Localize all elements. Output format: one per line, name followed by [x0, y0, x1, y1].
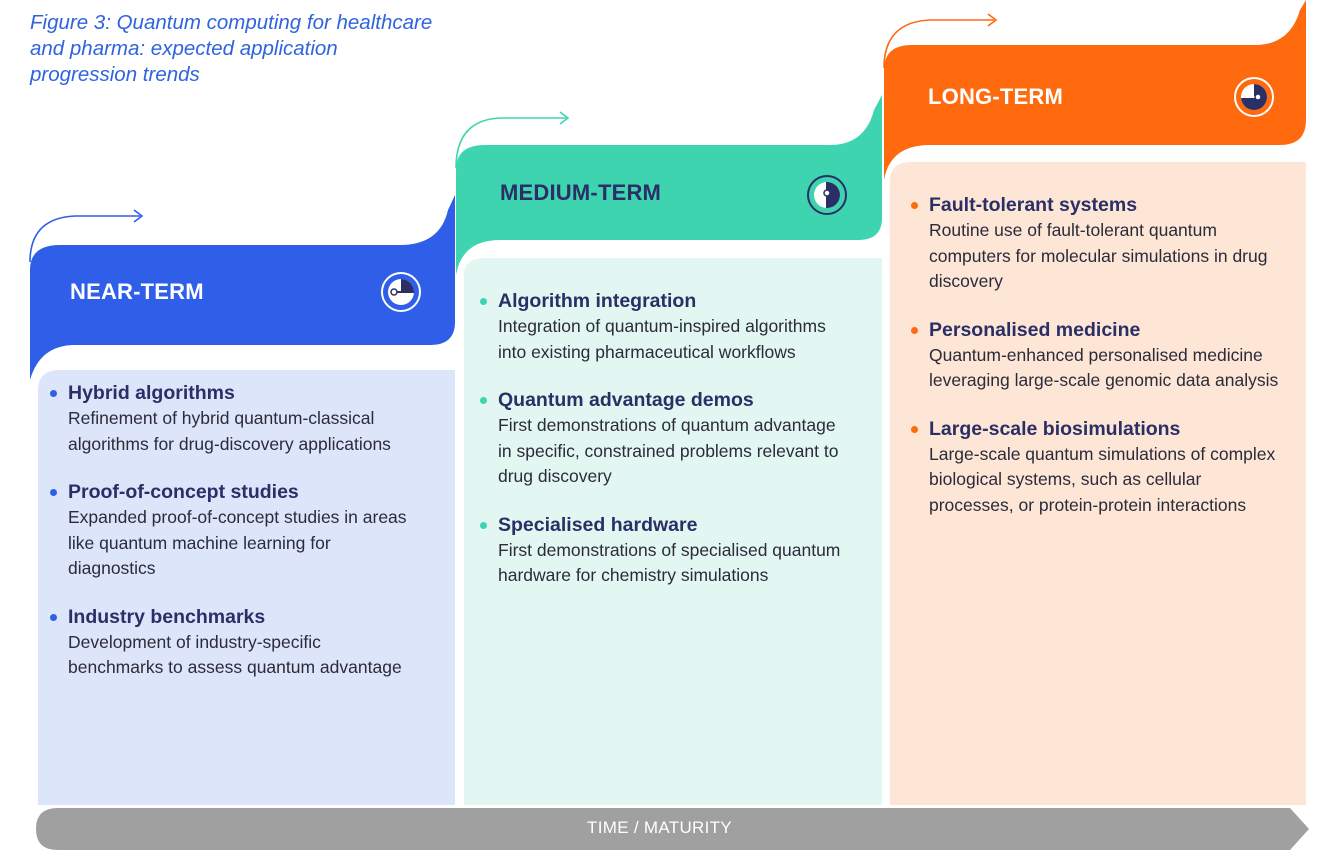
list-item: Quantum advantage demos First demonstrat… [480, 387, 850, 490]
quarter-clock-icon [381, 272, 421, 312]
bullet [480, 298, 487, 305]
item-heading: Proof-of-concept studies [68, 481, 299, 503]
list-item: Specialised hardware First demonstration… [480, 512, 850, 589]
long-term-title: LONG-TERM [928, 84, 1064, 109]
item-heading: Fault-tolerant systems [929, 194, 1138, 216]
item-description: Refinement of hybrid quantum-classical a… [68, 408, 391, 454]
near-term-items: Hybrid algorithms Refinement of hybrid q… [50, 380, 420, 703]
time-maturity-arrow [36, 808, 1309, 850]
list-item: Hybrid algorithms Refinement of hybrid q… [50, 380, 420, 457]
list-item: Industry benchmarks Development of indus… [50, 604, 420, 681]
time-maturity-label: TIME / MATURITY [587, 818, 732, 837]
near-term-header [30, 195, 455, 380]
bullet [480, 521, 487, 529]
bullet [911, 202, 918, 209]
figure-title: Figure 3: Quantum computing for healthca… [30, 11, 433, 86]
list-item: Fault-tolerant systems Routine use of fa… [911, 192, 1281, 295]
bullet [50, 613, 57, 621]
item-description: First demonstrations of specialised quan… [498, 539, 841, 586]
long-term-panel [890, 162, 1306, 805]
item-description: Expanded proof-of-concept studies in are… [68, 507, 407, 578]
medium-term-panel [464, 258, 882, 805]
bullet [50, 390, 57, 397]
list-item: Personalised medicine Quantum-enhanced p… [911, 317, 1281, 394]
item-heading: Industry benchmarks [68, 605, 266, 628]
near-term-arrow [29, 215, 140, 263]
item-description: Quantum-enhanced personalised medicine l… [929, 344, 1279, 391]
bullet [911, 326, 918, 334]
item-heading: Personalised medicine [929, 318, 1141, 341]
item-description: Routine use of fault-tolerant quantum co… [929, 220, 1268, 291]
bullet [480, 397, 487, 404]
item-description: Integration of quantum-inspired algorith… [498, 316, 826, 362]
item-heading: Quantum advantage demos [498, 389, 754, 411]
item-heading: Large-scale biosimulations [929, 417, 1181, 440]
list-item: Algorithm integration Integration of qua… [480, 288, 850, 365]
list-item: Large-scale biosimulations Large-scale q… [911, 416, 1281, 519]
medium-term-title: MEDIUM-TERM [500, 180, 662, 205]
item-heading: Algorithm integration [498, 290, 697, 312]
medium-term-header [456, 95, 882, 275]
half-clock-icon [807, 175, 847, 215]
near-term-title: NEAR-TERM [70, 279, 204, 304]
near-term-panel [38, 370, 455, 805]
long-term-arrow [883, 19, 994, 69]
three-quarter-clock-icon [1234, 77, 1274, 117]
item-description: First demonstrations of quantum advantag… [498, 415, 839, 486]
item-description: Large-scale quantum simulations of compl… [929, 443, 1276, 515]
item-heading: Hybrid algorithms [68, 382, 235, 404]
bullet [50, 489, 57, 496]
long-term-header [884, 0, 1306, 180]
medium-term-arrow [455, 117, 566, 169]
list-item: Proof-of-concept studies Expanded proof-… [50, 479, 420, 582]
item-heading: Specialised hardware [498, 513, 698, 536]
medium-term-items: Algorithm integration Integration of qua… [480, 288, 850, 611]
long-term-items: Fault-tolerant systems Routine use of fa… [911, 192, 1281, 540]
item-description: Development of industry-specific benchma… [68, 631, 402, 678]
bullet [911, 425, 918, 433]
